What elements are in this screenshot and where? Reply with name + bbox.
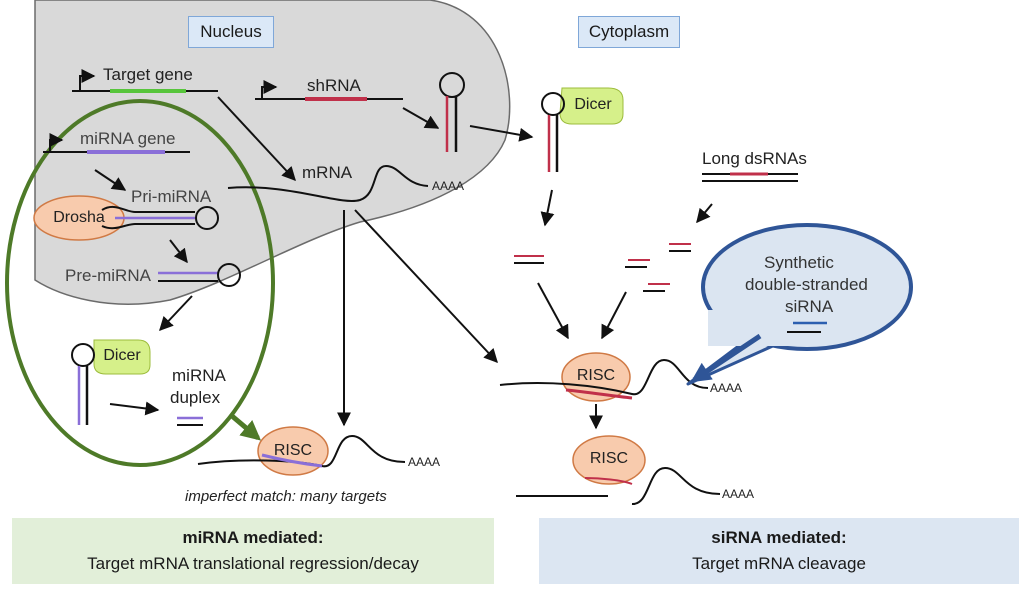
sirna-panel-title: siRNA mediated: — [711, 528, 847, 547]
arrow-pri-to-pre — [169, 239, 188, 264]
cytoplasm-label: Cytoplasm — [578, 16, 680, 48]
mirna-panel-title: miRNA mediated: — [182, 528, 324, 547]
long-dsrnas-label: Long dsRNAs — [702, 149, 807, 168]
arrow-pre-to-dicer — [159, 295, 193, 332]
shrna-label: shRNA — [307, 76, 361, 95]
arrow-dicer-to-sirna — [540, 189, 555, 227]
cleaved-guide-strand — [584, 477, 633, 485]
cleaved-mrna-right — [631, 466, 721, 506]
poly-a-tail-mirna: AAAA — [408, 455, 441, 469]
drosha-label: Drosha — [53, 209, 105, 226]
synthetic-label-1: Synthetic — [764, 253, 834, 272]
synthetic-sirna-icon — [787, 321, 827, 333]
mirna-pathway-outline — [5, 99, 275, 467]
dicer-label-mirna: Dicer — [103, 347, 141, 364]
pre-mirna-structure — [158, 263, 241, 287]
arrow-duplex-to-risc — [230, 414, 262, 441]
pri-mirna-structure — [101, 205, 219, 230]
synthetic-label-2: double-stranded — [745, 275, 868, 294]
arrow-dsrna-to-fragments — [696, 203, 713, 224]
mirna-duplex-label-1: miRNA — [172, 366, 226, 385]
dicer-enzyme-cytoplasm — [559, 87, 624, 125]
arrow-hairpin-to-dicer — [469, 125, 534, 142]
mrna-target-mirna — [197, 434, 406, 468]
long-dsrna — [702, 172, 798, 182]
mrna-strand — [227, 164, 429, 202]
shrna-hairpin — [439, 72, 465, 152]
risc-complex-cleavage — [572, 435, 646, 485]
arrow-mrna-to-sirna-risc — [354, 209, 498, 364]
nucleus-label: Nucleus — [188, 16, 274, 48]
arrow-synthetic-to-risc — [690, 333, 762, 383]
promoter-arrow-icon — [261, 80, 278, 99]
arrow-sirna-to-risc-right — [601, 291, 627, 340]
risc-label-cleavage: RISC — [589, 450, 629, 467]
arrow-shrna-to-hairpin — [402, 107, 440, 129]
sirna-guide-strand — [565, 388, 633, 400]
poly-a-tail-nucleus: AAAA — [432, 179, 465, 193]
mirna-guide-strand — [261, 453, 323, 468]
mirna-gene-label: miRNA gene — [80, 129, 176, 148]
synthetic-label-3: siRNA — [785, 297, 834, 316]
risc-label-mirna: RISC — [273, 442, 313, 459]
mirna-duplex — [177, 416, 203, 426]
mirna-duplex-label-2: duplex — [170, 388, 221, 407]
mirna-gene — [43, 133, 190, 154]
arrow-sirna-to-risc-left — [537, 282, 569, 340]
sirna-panel-subtitle: Target mRNA cleavage — [692, 554, 866, 573]
dicer-hairpin-cytoplasm — [541, 92, 565, 172]
nucleus-region — [34, 0, 511, 305]
imperfect-match-caption: imperfect match: many targets — [185, 488, 387, 505]
arrow-mirna-gene-to-pri — [94, 169, 127, 191]
dicer-label-cytoplasm: Dicer — [574, 96, 612, 113]
promoter-arrow-icon — [49, 133, 64, 152]
sirna-mediated-panel: siRNA mediated: Target mRNA cleavage — [539, 518, 1019, 584]
mrna-label: mRNA — [302, 163, 353, 182]
sirna-fragment — [514, 255, 544, 264]
mirna-panel-subtitle: Target mRNA translational regression/dec… — [87, 554, 419, 573]
sirna-fragments-dsrna — [625, 243, 691, 292]
risc-label-sirna: RISC — [576, 367, 616, 384]
poly-a-tail-sirna: AAAA — [710, 381, 743, 395]
dicer-hairpin-mirna — [71, 343, 95, 425]
target-gene — [72, 69, 218, 93]
pre-mirna-label: Pre-miRNA — [65, 266, 151, 285]
promoter-arrow-icon — [79, 69, 96, 91]
shrna-gene — [255, 80, 403, 101]
dicer-enzyme-mirna — [93, 339, 151, 375]
poly-a-tail-cleavage: AAAA — [722, 487, 755, 501]
mrna-target-sirna — [499, 358, 709, 396]
target-gene-label: Target gene — [103, 65, 193, 84]
mirna-mediated-panel: miRNA mediated: Target mRNA translationa… — [12, 518, 494, 584]
arrow-dicer-to-duplex — [109, 401, 160, 416]
arrow-target-gene-to-mrna — [217, 96, 296, 182]
pri-mirna-label: Pri-miRNA — [131, 187, 212, 206]
